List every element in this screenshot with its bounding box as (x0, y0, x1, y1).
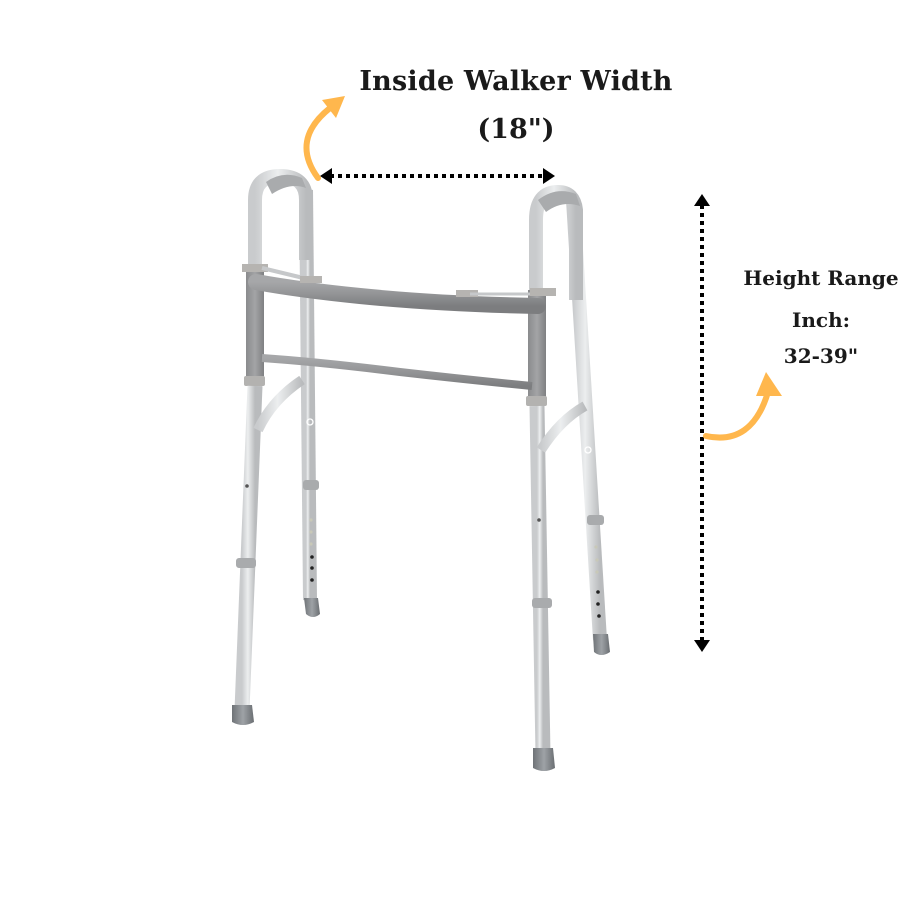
rubber-tip (593, 634, 610, 655)
lower-crossbar (261, 354, 533, 390)
arrow-up-icon (694, 194, 710, 206)
rubber-tip (533, 748, 555, 771)
rubber-tip (232, 705, 254, 725)
inside-width-value: (18") (477, 114, 555, 145)
height-dimension-line (694, 194, 710, 652)
front-left-leg (232, 268, 305, 725)
left-handle (248, 168, 313, 390)
width-accent-arrow-icon (303, 96, 345, 181)
arrow-left-icon (320, 168, 332, 184)
width-dimension-line (320, 168, 555, 184)
arrow-right-icon (543, 168, 555, 184)
fold-latch (456, 290, 478, 297)
rubber-tip (304, 598, 320, 617)
upper-crossbar (242, 264, 556, 314)
front-right-leg (526, 290, 588, 771)
height-accent-arrow-icon (703, 372, 782, 441)
hand-grip (266, 174, 306, 194)
hand-grip (538, 191, 580, 212)
height-range-value: 32-39" (783, 344, 859, 368)
height-range-title: Height Range (743, 266, 899, 290)
right-handle (529, 184, 583, 400)
arrow-down-icon (694, 640, 710, 652)
height-range-unit: Inch: (792, 308, 850, 332)
inside-width-title: Inside Walker Width (359, 66, 673, 97)
